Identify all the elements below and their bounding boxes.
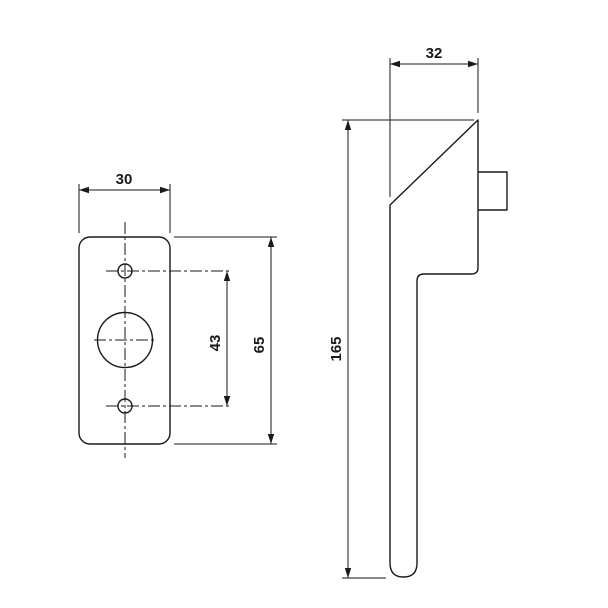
arrow-length-bottom-icon xyxy=(344,568,352,578)
handle-outline xyxy=(389,119,479,578)
front-view-dimension-lines xyxy=(78,184,277,445)
side-view-dimension-lines xyxy=(342,58,479,579)
arrow-height-bottom-icon xyxy=(267,434,275,444)
front-view: 30 43 65 xyxy=(78,171,277,458)
arrow-width-right-icon xyxy=(160,186,170,194)
arrow-spacing-bottom-icon xyxy=(223,396,231,406)
arrow-spacing-top-icon xyxy=(223,271,231,281)
front-view-labels: 30 43 65 xyxy=(116,171,268,353)
dim-label-plate-height: 65 xyxy=(251,337,268,354)
dim-label-hole-spacing: 43 xyxy=(207,335,224,352)
dim-label-handle-depth: 32 xyxy=(426,45,443,62)
arrow-depth-left-icon xyxy=(390,60,400,68)
arrow-height-top-icon xyxy=(267,237,275,247)
dim-label-plate-width: 30 xyxy=(116,171,133,188)
arrow-width-left-icon xyxy=(79,186,89,194)
front-view-centerlines xyxy=(94,222,232,458)
dim-label-handle-length: 165 xyxy=(328,336,345,361)
side-view-outline xyxy=(389,119,508,578)
arrow-depth-right-icon xyxy=(468,60,478,68)
front-view-arrowheads xyxy=(79,186,275,444)
spindle-boss-outline xyxy=(478,171,508,211)
side-view: 32 165 xyxy=(328,45,508,579)
arrow-length-top-icon xyxy=(344,120,352,130)
side-view-arrowheads xyxy=(344,60,478,578)
side-view-labels: 32 165 xyxy=(328,45,442,362)
